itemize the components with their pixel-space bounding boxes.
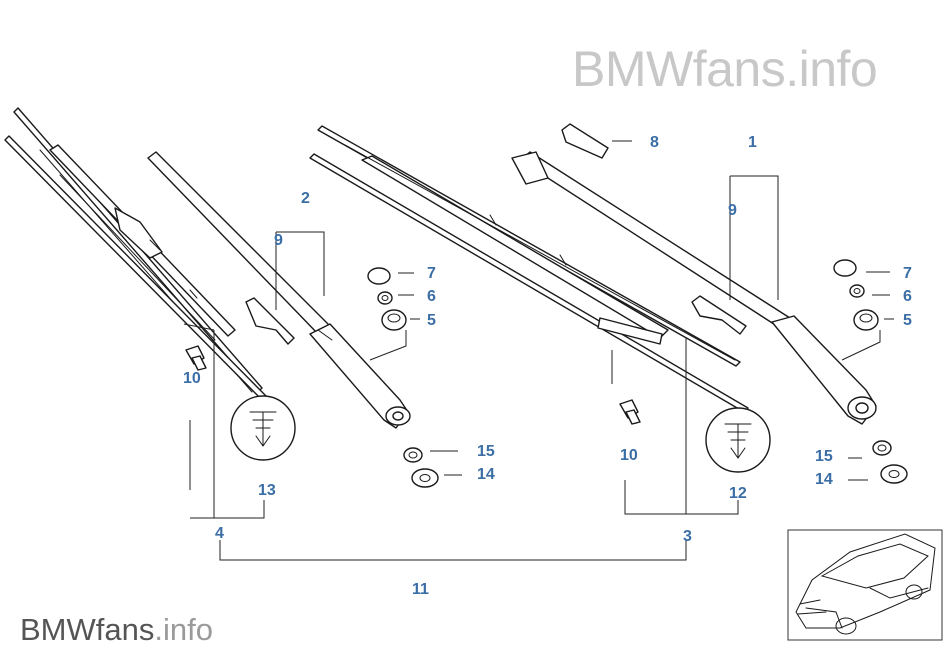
right-nut-15[interactable] [872,440,892,456]
right-nut-6[interactable] [849,284,865,298]
left-clip-10[interactable] [185,345,207,371]
callout-1: 1 [748,134,757,151]
left-wiper-arm[interactable] [147,151,411,429]
fir-tree-clip-12[interactable] [705,407,771,473]
sedan-car-icon [787,529,943,641]
callout-6-left: 6 [427,288,436,305]
callout-9-left: 9 [274,232,283,249]
callout-10-left: 10 [183,370,201,387]
part-8-connector[interactable] [561,123,632,159]
left-cap-7[interactable] [367,267,391,285]
right-washer-14[interactable] [880,464,908,484]
right-wiper-arm[interactable] [511,151,877,425]
left-wiper-blade[interactable] [4,107,269,403]
callout-15-right: 15 [815,448,833,465]
right-bushing-5[interactable] [853,309,879,331]
left-nut-6[interactable] [377,291,393,305]
callout-3: 3 [683,528,692,545]
callout-5-left: 5 [427,312,436,329]
watermark-bottom-brand: BMWfans [20,612,155,647]
fir-tree-clip-13[interactable] [230,395,296,461]
callout-15-left: 15 [477,443,495,460]
center-wiper-blade[interactable] [309,125,749,413]
callout-9-right: 9 [728,202,737,219]
callout-10-right: 10 [620,447,638,464]
left-nut-15[interactable] [403,447,423,463]
callout-8: 8 [650,134,659,151]
leader-lines [183,175,894,561]
watermark-top: BMWfans.info [572,40,878,98]
callout-5-right: 5 [903,312,912,329]
right-clip-10[interactable] [619,399,641,425]
watermark-bottom: BMWfans.info [20,612,213,648]
watermark-top-suffix: .info [785,41,878,97]
right-cap-7[interactable] [833,259,857,277]
callout-7-left: 7 [427,265,436,282]
callout-7-right: 7 [903,265,912,282]
callout-2: 2 [301,190,310,207]
left-washer-14[interactable] [411,468,439,488]
callout-13: 13 [258,482,276,499]
watermark-bottom-suffix: .info [154,612,213,647]
callout-6-right: 6 [903,288,912,305]
callout-14-left: 14 [477,466,495,483]
callouts: 1 9 2 9 8 7 6 5 7 6 5 10 10 15 14 15 14 … [183,134,912,598]
callout-4: 4 [215,525,224,542]
callout-12: 12 [729,485,747,502]
callout-11: 11 [412,581,429,598]
callout-14-right: 14 [815,471,833,488]
left-bushing-5[interactable] [381,309,407,331]
watermark-top-brand: BMWfans [572,41,786,97]
